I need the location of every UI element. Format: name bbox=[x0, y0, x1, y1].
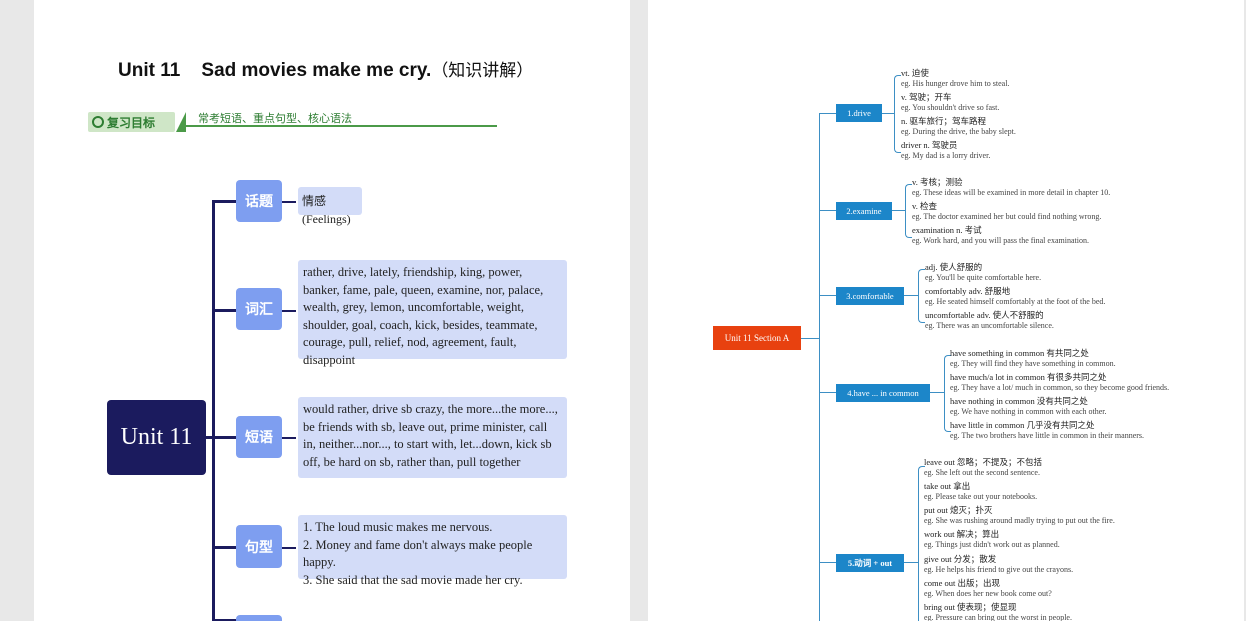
title-en: Unit 11 Sad movies make me cry. bbox=[118, 60, 432, 81]
node-connector bbox=[819, 295, 836, 296]
vocabulary-content: rather, drive, lately, friendship, king,… bbox=[298, 260, 567, 367]
goal-underline bbox=[186, 125, 497, 127]
center-connector bbox=[206, 436, 214, 439]
sentence-line: 2. Money and fame don't always make peop… bbox=[303, 537, 533, 570]
mindmap-spine bbox=[819, 113, 820, 621]
group-connector bbox=[930, 392, 944, 393]
group-connector bbox=[892, 210, 905, 211]
category-phrases: 短语 bbox=[236, 416, 282, 458]
node-drive: 1.drive bbox=[836, 104, 882, 122]
review-goal-badge: 复习目标 bbox=[88, 112, 176, 132]
group-bracket bbox=[918, 269, 925, 323]
branch-connector bbox=[212, 436, 236, 439]
group-connector bbox=[904, 295, 918, 296]
node-have-in-common: 4.have ... in common bbox=[836, 384, 930, 402]
branch-connector bbox=[212, 309, 236, 312]
sentence-line: 1. The loud music makes me nervous. bbox=[303, 520, 493, 534]
leaf-connector bbox=[282, 310, 296, 312]
branch-connector bbox=[212, 200, 236, 203]
node-connector bbox=[819, 562, 836, 563]
category-topic: 话题 bbox=[236, 180, 282, 222]
sentences-content: 1. The loud music makes me nervous. 2. M… bbox=[298, 515, 567, 587]
leaf-connector bbox=[282, 437, 296, 439]
mindmap-center: Unit 11 bbox=[107, 400, 206, 475]
group-connector bbox=[904, 562, 918, 563]
leaf-connector bbox=[282, 547, 296, 549]
node-verb-out: 5.动词 + out bbox=[836, 554, 904, 572]
group-bracket bbox=[905, 184, 912, 238]
title-cn: （知识讲解） bbox=[431, 61, 534, 80]
node-connector bbox=[819, 113, 836, 114]
root-connector bbox=[801, 338, 819, 339]
category-vocabulary: 词汇 bbox=[236, 288, 282, 330]
category-sentences: 句型 bbox=[236, 525, 282, 568]
node-connector bbox=[819, 210, 836, 211]
node-connector bbox=[819, 392, 836, 393]
group-bracket bbox=[918, 466, 925, 621]
mindmap-trunk bbox=[212, 202, 215, 621]
branch-connector bbox=[212, 619, 236, 621]
target-icon bbox=[92, 116, 104, 128]
node-examine: 2.examine bbox=[836, 202, 892, 220]
page-title: Unit 11 Sad movies make me cry.（知识讲解） bbox=[118, 56, 533, 82]
node-comfortable: 3.comfortable bbox=[836, 287, 904, 305]
review-goal-text: 常考短语、重点句型、核心语法 bbox=[198, 112, 352, 125]
sentence-line: 3. She said that the sad movie made her … bbox=[303, 572, 523, 587]
document-page-1: Unit 11 Sad movies make me cry.（知识讲解） 复习… bbox=[34, 0, 630, 621]
phrases-content: would rather, drive sb crazy, the more..… bbox=[298, 397, 567, 478]
group-connector bbox=[882, 113, 894, 114]
branch-connector bbox=[212, 546, 236, 549]
group-bracket bbox=[944, 355, 951, 432]
mindmap-root: Unit 11 Section A bbox=[713, 326, 801, 350]
category-partial bbox=[236, 615, 282, 621]
review-goal-label: 复习目标 bbox=[107, 115, 156, 130]
leaf-connector bbox=[282, 201, 296, 203]
group-bracket bbox=[894, 75, 901, 153]
topic-content: 情感(Feelings) bbox=[298, 187, 362, 226]
goal-banner-triangle bbox=[176, 112, 186, 132]
